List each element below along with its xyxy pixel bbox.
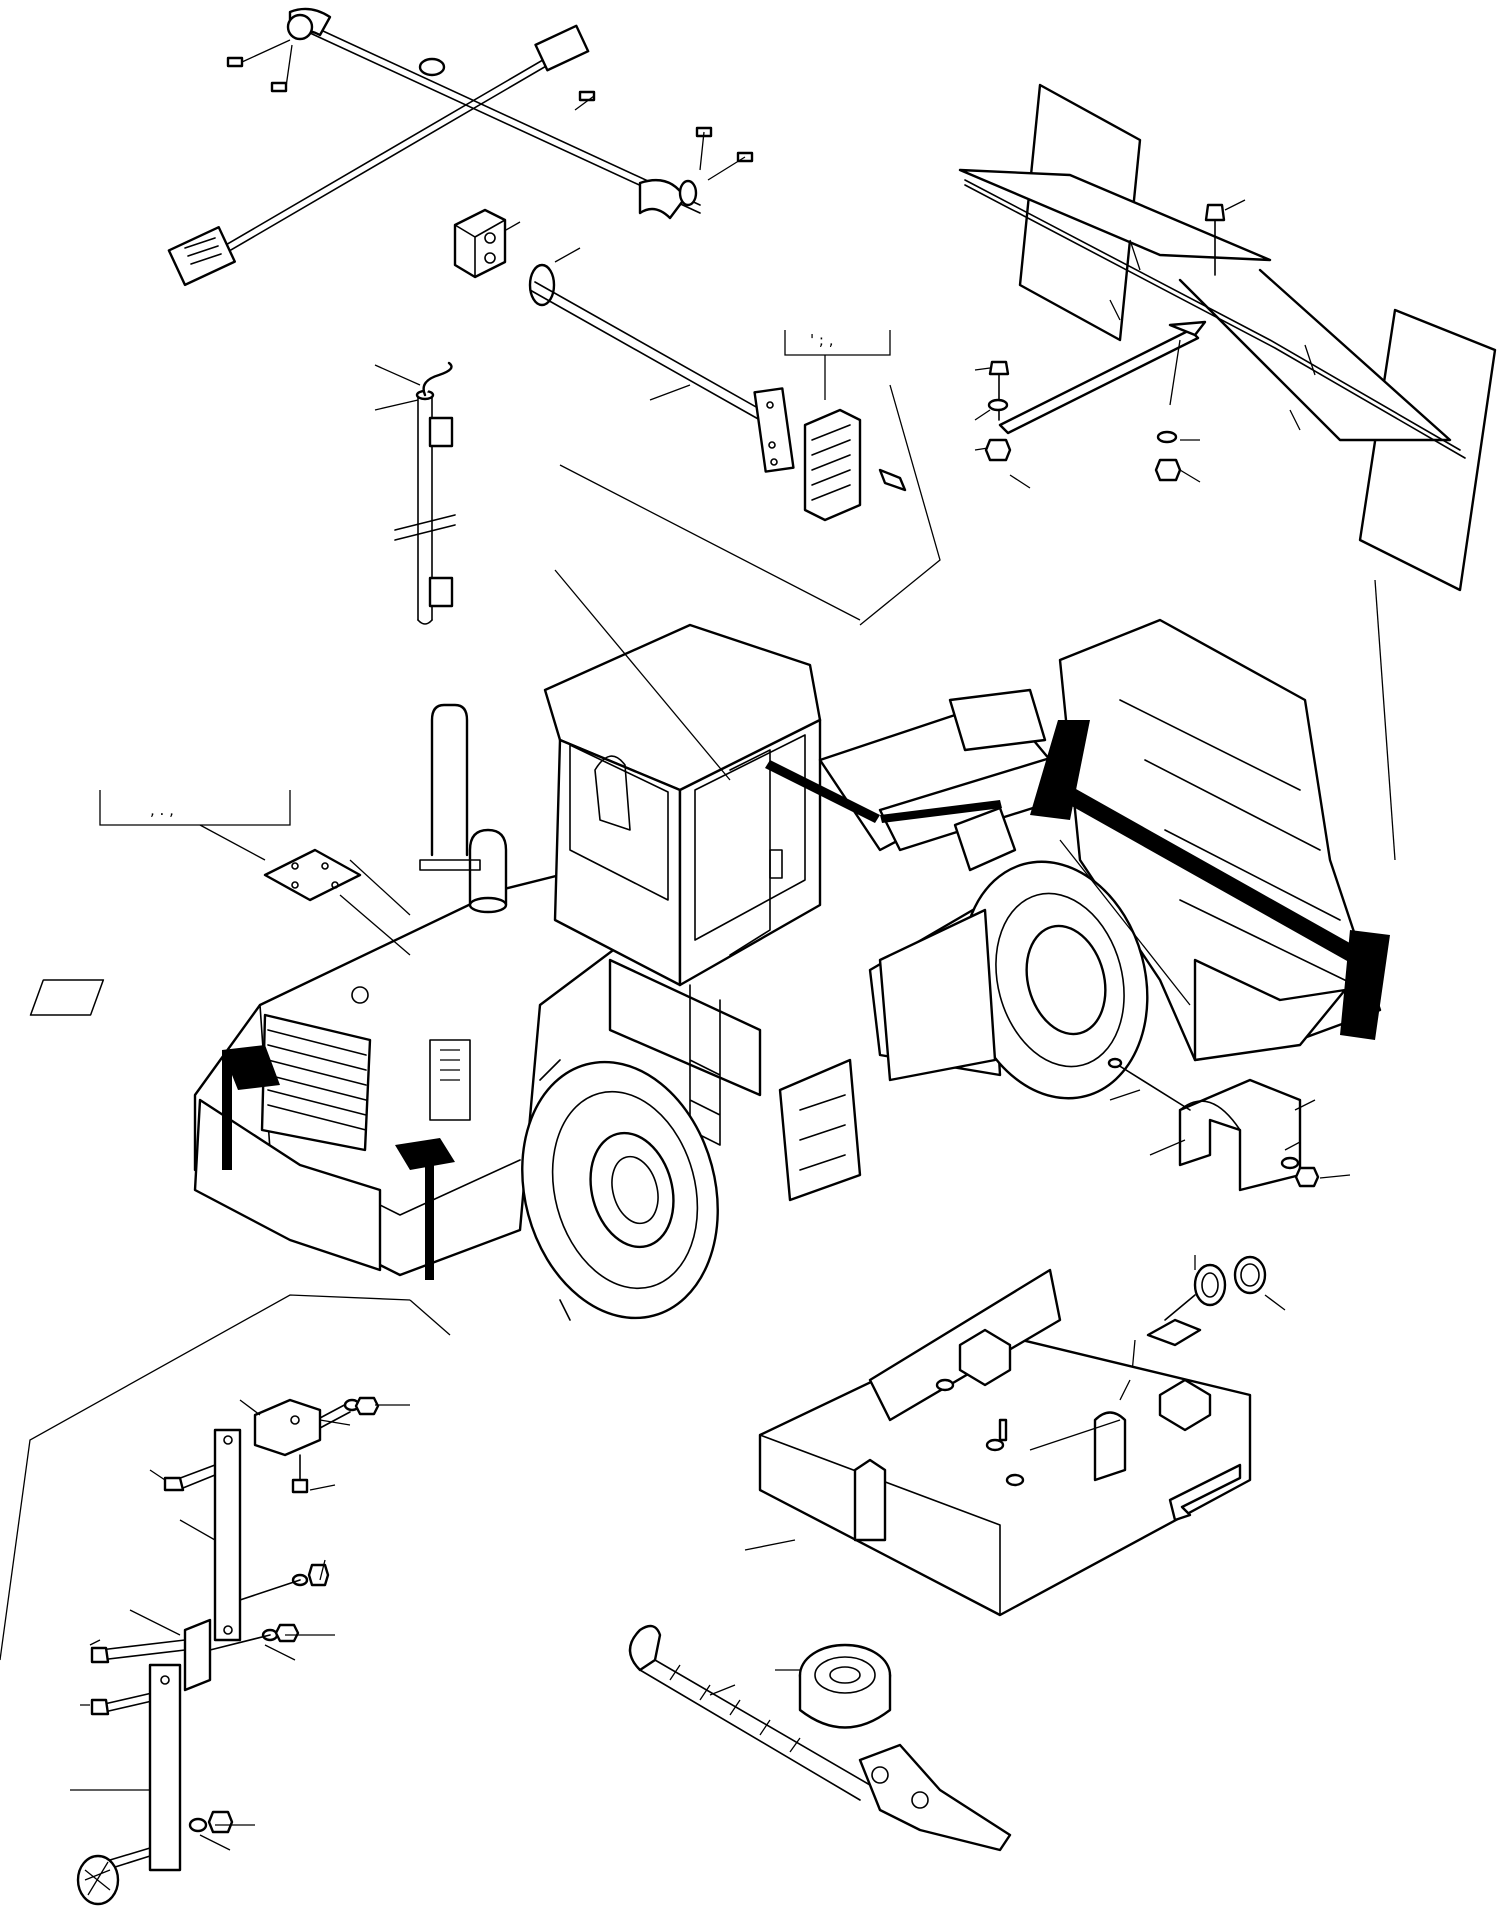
- pedal-group-label: ' ; ,: [784, 330, 941, 626]
- wheel-loader: [29, 618, 1390, 1321]
- bracket-plate-group[interactable]: , . ,: [99, 790, 411, 956]
- guard-plate[interactable]: [958, 83, 1497, 861]
- switch-block[interactable]: [453, 208, 521, 279]
- wiring-harness[interactable]: [167, 7, 754, 287]
- accelerator-pedal[interactable]: [753, 387, 907, 522]
- mirror-stay-assembly[interactable]: [70, 1396, 410, 1906]
- drain-plug[interactable]: [1129, 1255, 1286, 1396]
- tool-box[interactable]: [744, 1268, 1252, 1617]
- mounting-pole[interactable]: [374, 361, 456, 625]
- pedal-rod[interactable]: [528, 247, 766, 421]
- ratchet-strap[interactable]: [628, 1624, 1012, 1852]
- group-label-text: , . ,: [150, 801, 174, 819]
- u-guard[interactable]: [1107, 1057, 1351, 1192]
- leader-lines: [0, 464, 1191, 1661]
- group-label-text: ' ; ,: [810, 331, 833, 349]
